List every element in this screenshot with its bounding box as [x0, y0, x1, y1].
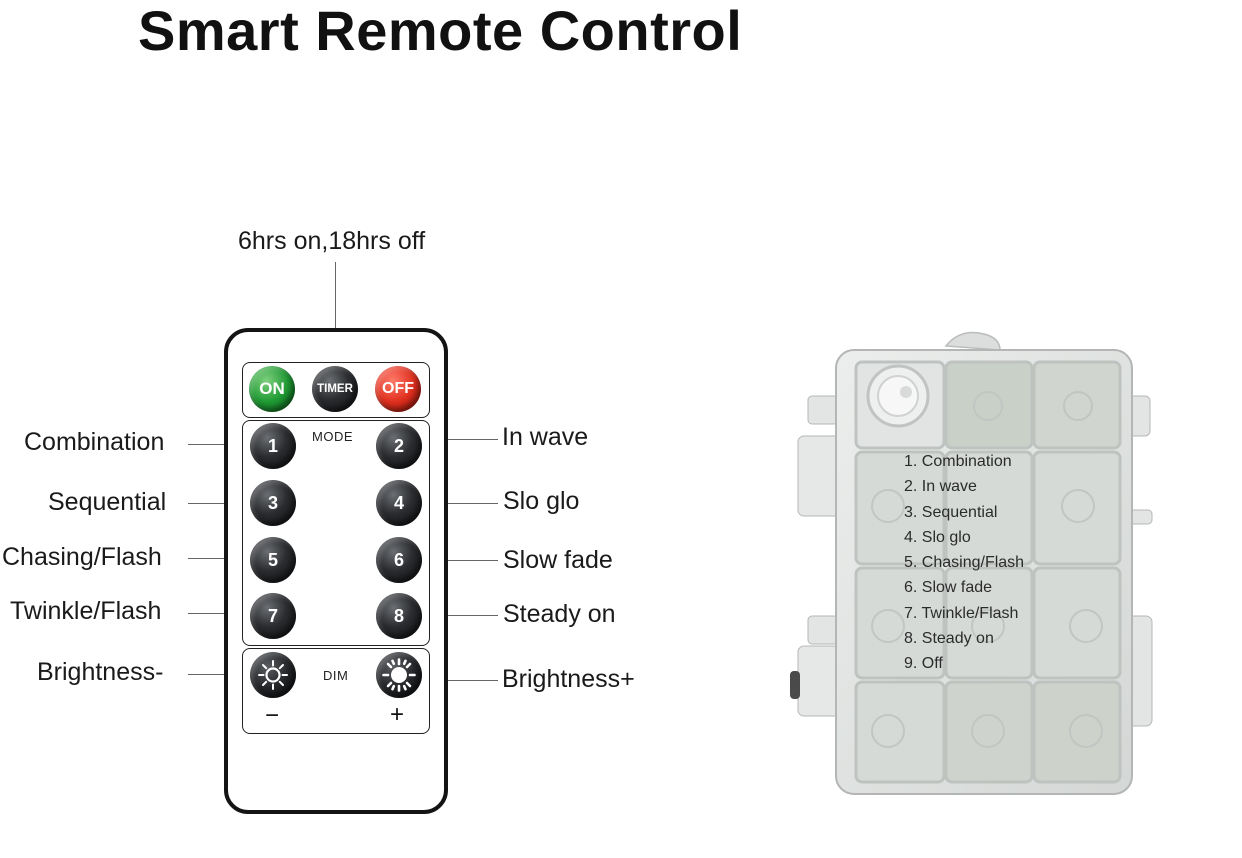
leader-twinkle-flash: [188, 613, 252, 614]
timer-leader-line: [335, 262, 336, 370]
mode-button-3[interactable]: 3: [250, 480, 296, 526]
list-item: 3. Sequential: [904, 503, 998, 521]
mode-button-5[interactable]: 5: [250, 537, 296, 583]
label-combination: Combination: [24, 428, 165, 456]
battery-box-mode-list: 1. Combination 2. In wave 3. Sequential …: [904, 449, 1024, 677]
leader-chasing-flash: [188, 558, 252, 559]
mode-button-6[interactable]: 6: [376, 537, 422, 583]
mode-button-2[interactable]: 2: [376, 423, 422, 469]
page-title: Smart Remote Control: [138, 0, 743, 62]
brightness-up-button[interactable]: [376, 652, 422, 698]
list-item: 8. Steady on: [904, 630, 994, 648]
leader-slo-glo: [420, 503, 498, 504]
brightness-down-button[interactable]: [250, 652, 296, 698]
leader-brightness-minus: [188, 674, 252, 675]
label-twinkle-flash: Twinkle/Flash: [10, 597, 162, 625]
brightness-down-icon: [258, 660, 288, 690]
mode-button-7[interactable]: 7: [250, 593, 296, 639]
mode-panel: [242, 420, 430, 646]
minus-sign: −: [265, 702, 280, 729]
off-button[interactable]: OFF: [375, 366, 421, 412]
battery-box-icon: [790, 331, 1153, 795]
list-item: 1. Combination: [904, 453, 1012, 470]
brightness-up-icon: [382, 658, 416, 692]
label-slow-fade: Slow fade: [503, 546, 613, 574]
list-item: 5. Chasing/Flash: [904, 554, 1025, 572]
battery-box: [788, 326, 1168, 806]
label-sequential: Sequential: [48, 488, 167, 516]
label-steady-on: Steady on: [503, 600, 616, 628]
label-chasing-flash: Chasing/Flash: [2, 543, 162, 571]
leader-in-wave: [420, 439, 498, 440]
leader-sequential: [188, 503, 252, 504]
dim-label: DIM: [323, 668, 349, 683]
list-item: 6. Slow fade: [904, 579, 993, 597]
mode-button-8[interactable]: 8: [376, 593, 422, 639]
timer-caption: 6hrs on,18hrs off: [238, 227, 426, 255]
timer-button[interactable]: TIMER: [312, 366, 358, 412]
mode-label: MODE: [312, 429, 353, 444]
label-brightness-plus: Brightness+: [502, 665, 635, 693]
label-in-wave: In wave: [502, 423, 589, 451]
dim-panel: [242, 648, 430, 734]
leader-combination: [188, 444, 252, 445]
label-slo-glo: Slo glo: [503, 487, 580, 515]
leader-steady-on: [420, 615, 498, 616]
power-panel: [242, 362, 430, 418]
list-item: 4. Slo glo: [904, 528, 971, 546]
label-brightness-minus: Brightness-: [37, 658, 164, 686]
mode-button-4[interactable]: 4: [376, 480, 422, 526]
list-item: 7. Twinkle/Flash: [904, 604, 1019, 622]
mode-button-1[interactable]: 1: [250, 423, 296, 469]
leader-brightness-plus: [420, 680, 498, 681]
list-item: 2. In wave: [904, 478, 977, 496]
on-button[interactable]: ON: [249, 366, 295, 412]
leader-slow-fade: [420, 560, 498, 561]
plus-sign: +: [390, 701, 405, 728]
list-item: 9. Off: [904, 655, 943, 673]
